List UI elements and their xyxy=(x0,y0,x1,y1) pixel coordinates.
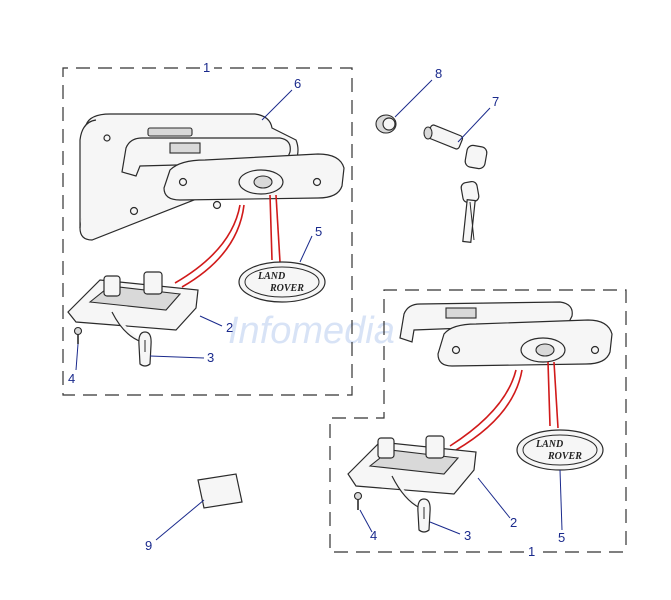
callout-1-bottom: 1 xyxy=(528,544,535,559)
part-9-label-card xyxy=(197,473,243,509)
badge-top-line1: LAND xyxy=(257,271,285,282)
callout-numbers: 1 6 8 7 5 2 3 4 2 5 3 4 1 9 xyxy=(68,60,565,559)
callout-6: 6 xyxy=(294,76,301,91)
part-handle-top xyxy=(163,153,345,201)
badge-top-line2: ROVER xyxy=(269,283,304,294)
callout-4-top: 4 xyxy=(68,371,75,386)
callout-8: 8 xyxy=(435,66,442,81)
callout-2-bottom: 2 xyxy=(510,515,517,530)
part-handle-bracket-bottom xyxy=(399,301,573,343)
part-8-grommet xyxy=(375,114,397,134)
assembly-top-boundary xyxy=(62,67,353,396)
watermark-text: Infomedia xyxy=(228,310,395,352)
part-2-lamp-housing-top xyxy=(67,271,199,343)
part-handle-bracket-top xyxy=(121,137,291,177)
callout-3-bottom: 3 xyxy=(464,528,471,543)
callout-3-top: 3 xyxy=(207,350,214,365)
part-3-bulb-top xyxy=(138,331,152,367)
assembly-bottom-boundary xyxy=(329,289,627,553)
callout-5-top: 5 xyxy=(315,224,322,239)
callout-9: 9 xyxy=(145,538,152,553)
part-4-screw-top xyxy=(73,326,83,344)
wires-bottom xyxy=(449,361,559,451)
callout-1-top: 1 xyxy=(203,60,210,75)
part-5-badge-bottom: LAND ROVER xyxy=(516,429,604,471)
leader-lines xyxy=(75,79,563,541)
badge-bottom-line1: LAND xyxy=(535,439,563,450)
part-handle-bottom xyxy=(437,319,613,367)
part-4-screw-bottom xyxy=(353,491,363,510)
part-3-bulb-bottom xyxy=(417,498,431,533)
callout-4-bottom: 4 xyxy=(370,528,377,543)
badge-bottom-line2: ROVER xyxy=(547,451,582,462)
callout-2-top: 2 xyxy=(226,320,233,335)
callout-5-bottom: 5 xyxy=(558,530,565,545)
part-7-lock-and-keys xyxy=(423,124,488,243)
wires-top xyxy=(174,194,281,288)
part-2-lamp-housing-bottom xyxy=(347,435,477,509)
callout-7: 7 xyxy=(492,94,499,109)
part-5-badge-top: LAND ROVER xyxy=(238,261,326,303)
